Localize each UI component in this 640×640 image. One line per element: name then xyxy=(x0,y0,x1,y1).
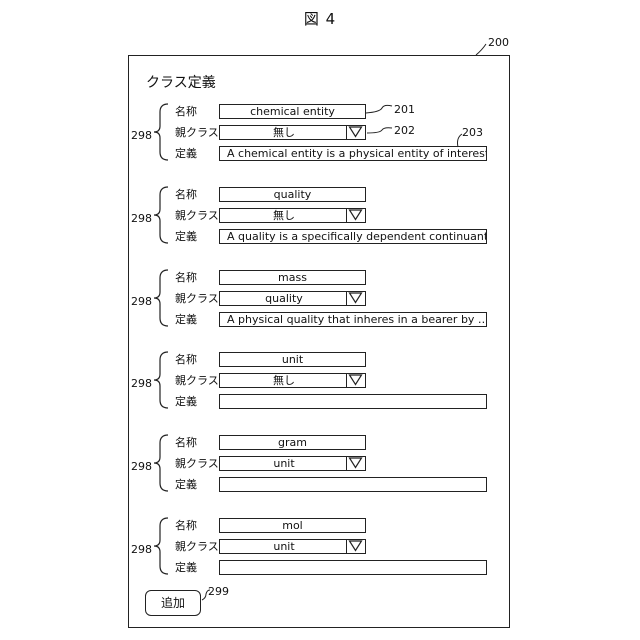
leader-lines xyxy=(0,0,640,640)
